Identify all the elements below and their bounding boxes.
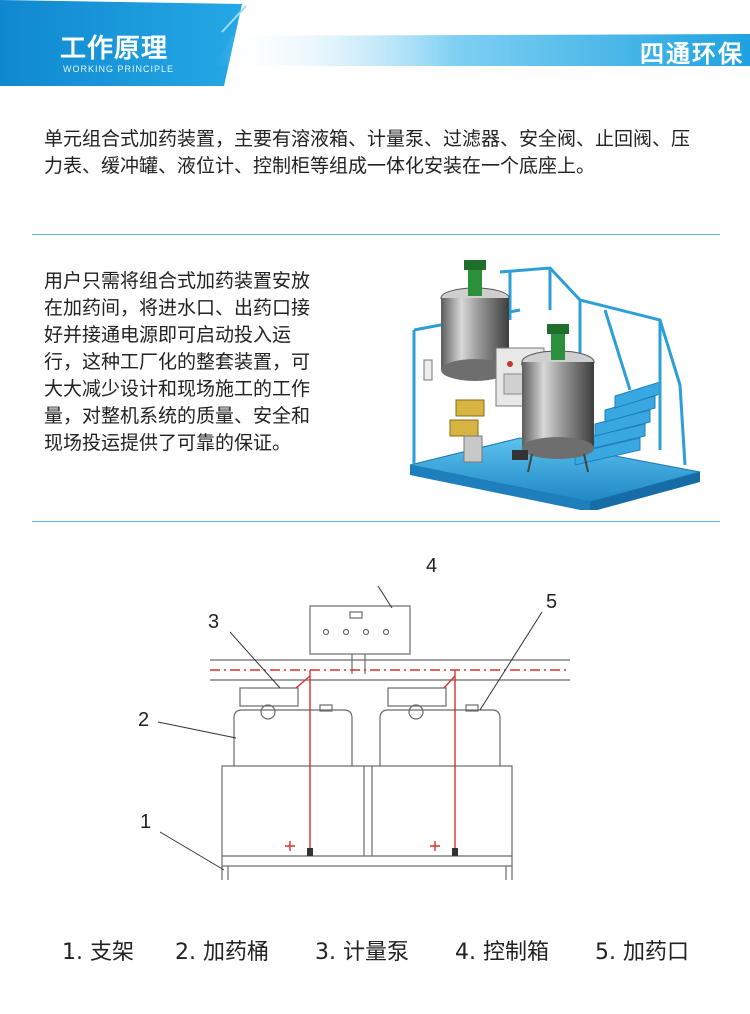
divider-top: [32, 234, 720, 235]
callout-4: 4: [426, 555, 437, 577]
legend: 1. 支架 2. 加药桶 3. 计量泵 4. 控制箱 5. 加药口: [0, 934, 750, 968]
legend-item-5: 5. 加药口: [595, 940, 689, 965]
divider-bottom: [32, 521, 720, 522]
header-banner: 工作原理 WORKING PRINCIPLE 四通环保: [0, 0, 750, 88]
legend-item-4: 4. 控制箱: [455, 940, 549, 965]
callout-2: 2: [138, 709, 149, 731]
schematic-diagram: 4 3 2 5 1: [138, 555, 570, 880]
legend-item-2: 2. 加药桶: [175, 940, 269, 965]
callout-1: 1: [140, 811, 151, 833]
legend-item-1: 1. 支架: [62, 940, 134, 965]
brand-name: 四通环保: [640, 39, 744, 68]
callout-3: 3: [208, 611, 219, 633]
page-subtitle: WORKING PRINCIPLE: [63, 64, 175, 74]
page-title: 工作原理: [60, 34, 169, 64]
callout-5: 5: [546, 591, 557, 613]
equipment-illustration: [409, 260, 701, 510]
legend-item-3: 3. 计量泵: [315, 940, 409, 965]
intro-paragraph: 单元组合式加药装置，主要有溶液箱、计量泵、过滤器、安全阀、止回阀、压力表、缓冲罐…: [44, 128, 691, 177]
header-background: [0, 0, 750, 86]
usage-paragraph: 用户只需将组合式加药装置安放在加药间，将进水口、出药口接好并接通电源即可启动投入…: [44, 270, 311, 454]
